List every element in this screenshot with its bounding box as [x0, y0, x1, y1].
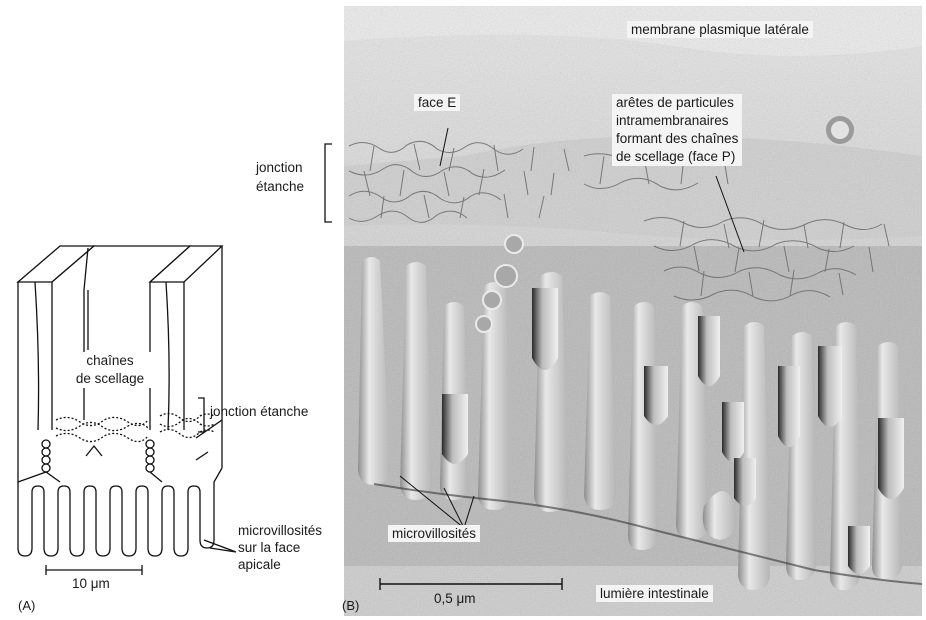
face-e-label: face E [414, 94, 460, 111]
freeze-fracture-micrograph: membrane plasmique latérale face E arête… [344, 6, 922, 616]
microvilli-label-a-line-1: microvillosités [238, 522, 322, 539]
drawing-scale-bar [46, 565, 142, 575]
panel-b-letter: (B) [342, 598, 359, 613]
micrograph-scale-label: 0,5 μm [430, 590, 480, 607]
microvilli-label-a-line-2: sur la face [238, 539, 322, 556]
ridges-label: arêtes de particules intramembranaires f… [612, 94, 742, 166]
ridges-label-line-1: arêtes de particules [616, 94, 738, 112]
ridges-label-line-4: de scellage (face P) [616, 148, 738, 166]
microvilli-label-a: microvillosités sur la face apicale [238, 522, 322, 573]
tight-junction-bracket-b [325, 144, 332, 222]
ridges-label-line-3: formant des chaînes [616, 130, 738, 148]
sealing-chains-label: chaînes de scellage [62, 352, 158, 388]
sealing-chains-label-line-2: de scellage [62, 370, 158, 388]
tight-junction-label-b-line-1: jonction [256, 158, 304, 177]
epithelium-drawing [18, 246, 236, 556]
lateral-membrane-label: membrane plasmique latérale [627, 21, 813, 38]
tight-junction-bracket-a [198, 398, 204, 432]
tight-junction-label-b-line-2: étanche [256, 177, 304, 196]
microvilli-label-b: microvillosités [388, 525, 480, 542]
lumen-label: lumière intestinale [596, 585, 713, 602]
tight-junction-label-a: jonction étanche [210, 404, 308, 420]
panel-a-letter: (A) [18, 598, 35, 613]
drawing-scale-label: 10 μm [72, 576, 110, 592]
microvilli-label-a-line-3: apicale [238, 556, 322, 573]
ridges-label-line-2: intramembranaires [616, 112, 738, 130]
tight-junction-label-b: jonction étanche [256, 158, 304, 196]
sealing-chains-label-line-1: chaînes [62, 352, 158, 370]
